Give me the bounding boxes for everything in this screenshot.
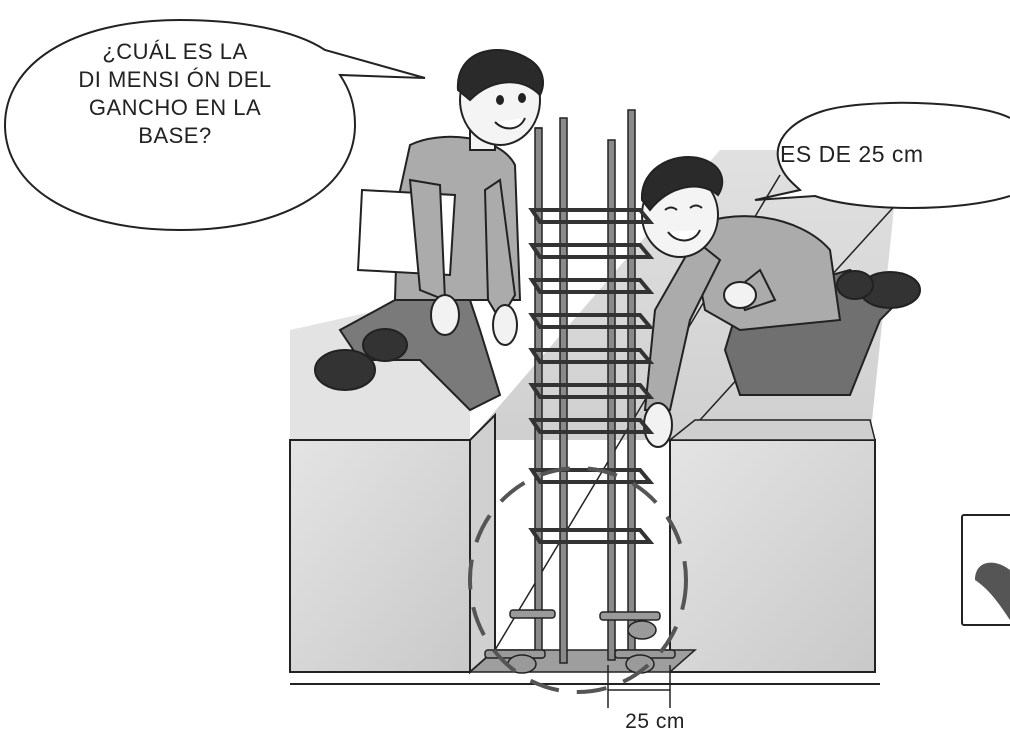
dimension-marker: [607, 665, 671, 708]
boy-left: [314, 49, 544, 412]
speech-bubble-question: [3, 18, 426, 232]
concrete-block-left: [289, 412, 496, 675]
concrete-block-right: [667, 419, 876, 673]
dimension-label: 25 cm: [625, 710, 685, 733]
question-line: DI MENSI ÓN DEL: [78, 67, 272, 92]
highlight-circle: [468, 466, 688, 694]
stirrups: [528, 208, 655, 544]
answer-text: ES DE 25 cm: [780, 141, 924, 167]
question-text: ¿CUÁL ES LA DI MENSI ÓN DEL GANCHO EN LA…: [40, 38, 310, 150]
rebar-hooks: [484, 609, 676, 674]
boy-right: [640, 155, 921, 448]
hook-detail-icon: [961, 514, 1010, 626]
question-line: ¿CUÁL ES LA: [102, 39, 248, 64]
question-line: BASE?: [138, 123, 212, 148]
speech-bubble-answer: [754, 101, 1010, 209]
rebar-column-cage: [484, 109, 676, 674]
question-line: GANCHO EN LA: [88, 95, 262, 120]
